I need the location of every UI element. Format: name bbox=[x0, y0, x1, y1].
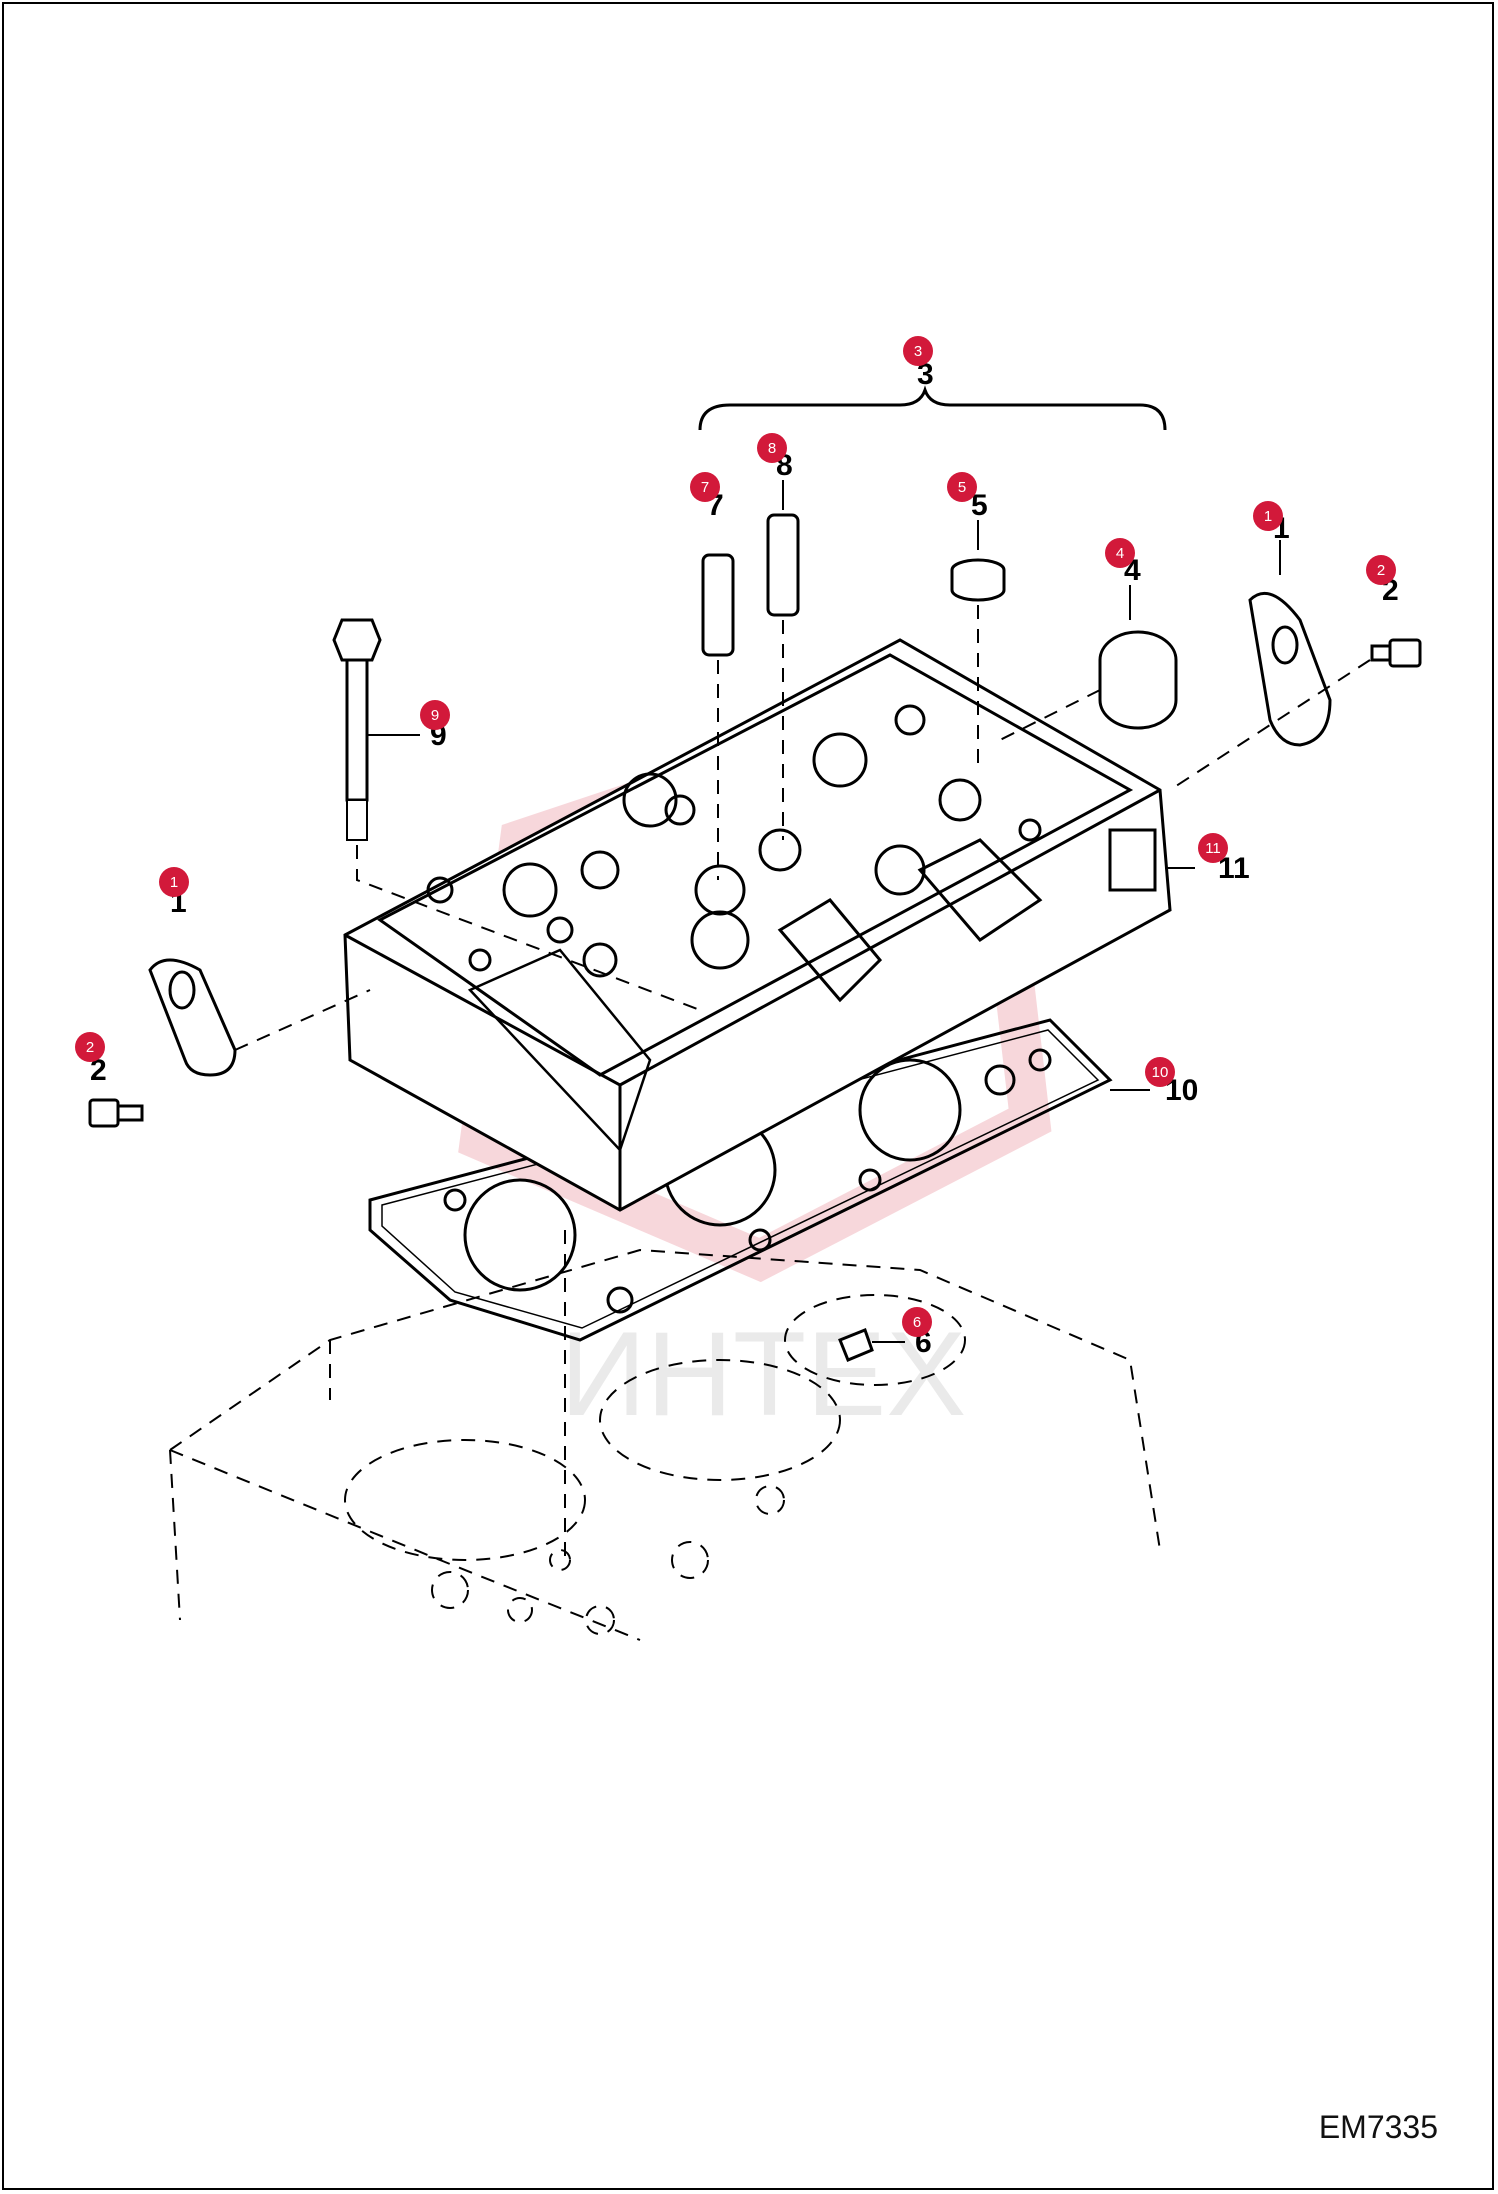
callout-2-left[interactable]: 2 bbox=[75, 1032, 105, 1062]
svg-text:11: 11 bbox=[1205, 840, 1221, 857]
svg-text:8: 8 bbox=[768, 440, 776, 457]
part-number-5: 5 bbox=[971, 489, 988, 522]
callout-1-left[interactable]: 1 bbox=[159, 867, 189, 897]
svg-text:3: 3 bbox=[914, 343, 922, 360]
svg-text:1: 1 bbox=[170, 874, 178, 891]
cylinder-head bbox=[343, 638, 1172, 1212]
bolt-left bbox=[88, 1098, 144, 1128]
document-code: EM7335 bbox=[1318, 2109, 1438, 2145]
expansion-plug bbox=[1098, 630, 1178, 730]
svg-text:1: 1 bbox=[1264, 508, 1272, 525]
valve-guide-7 bbox=[701, 553, 735, 657]
callout-10[interactable]: 10 bbox=[1145, 1057, 1175, 1087]
callout-1-right[interactable]: 1 bbox=[1253, 501, 1283, 531]
part-number-3: 3 bbox=[917, 358, 934, 391]
callout-9[interactable]: 9 bbox=[420, 700, 450, 730]
svg-text:7: 7 bbox=[701, 479, 709, 496]
svg-text:6: 6 bbox=[913, 1314, 921, 1331]
lifting-bracket-right bbox=[1248, 591, 1332, 747]
callout-8[interactable]: 8 bbox=[757, 433, 787, 463]
right-bracket-path bbox=[1169, 659, 1371, 791]
watermark-text: ИНТЕХ bbox=[560, 1307, 966, 1441]
bolt-right bbox=[1370, 638, 1422, 668]
callout-7[interactable]: 7 bbox=[690, 472, 720, 502]
valve-guide-8 bbox=[766, 513, 800, 617]
head-bolt bbox=[332, 618, 382, 841]
svg-text:9: 9 bbox=[431, 707, 439, 724]
callout-11[interactable]: 11 bbox=[1198, 833, 1228, 863]
svg-text:4: 4 bbox=[1116, 545, 1124, 562]
engine-block bbox=[169, 1248, 1161, 1641]
callout-markers: 3 8 7 5 4 1 2 9 11 1 2 10 6 bbox=[75, 336, 1396, 1337]
callout-5[interactable]: 5 bbox=[947, 472, 977, 502]
svg-text:10: 10 bbox=[1152, 1064, 1169, 1081]
svg-text:2: 2 bbox=[1377, 562, 1385, 579]
callout-2-right[interactable]: 2 bbox=[1366, 555, 1396, 585]
part-number-2-left: 2 bbox=[90, 1054, 107, 1087]
callout-3[interactable]: 3 bbox=[903, 336, 933, 366]
valve-cap bbox=[950, 558, 1006, 602]
callout-4[interactable]: 4 bbox=[1105, 538, 1135, 568]
dowel-pin bbox=[838, 1328, 874, 1362]
left-bracket-path bbox=[234, 989, 371, 1051]
lifting-bracket-left bbox=[148, 958, 237, 1077]
group-brace bbox=[698, 385, 1167, 431]
bolt-path-line bbox=[356, 845, 701, 1011]
svg-text:2: 2 bbox=[86, 1039, 94, 1056]
svg-text:5: 5 bbox=[958, 479, 966, 496]
leader-lines bbox=[367, 480, 1281, 1343]
plug-path bbox=[999, 689, 1101, 741]
callout-6[interactable]: 6 bbox=[902, 1307, 932, 1337]
